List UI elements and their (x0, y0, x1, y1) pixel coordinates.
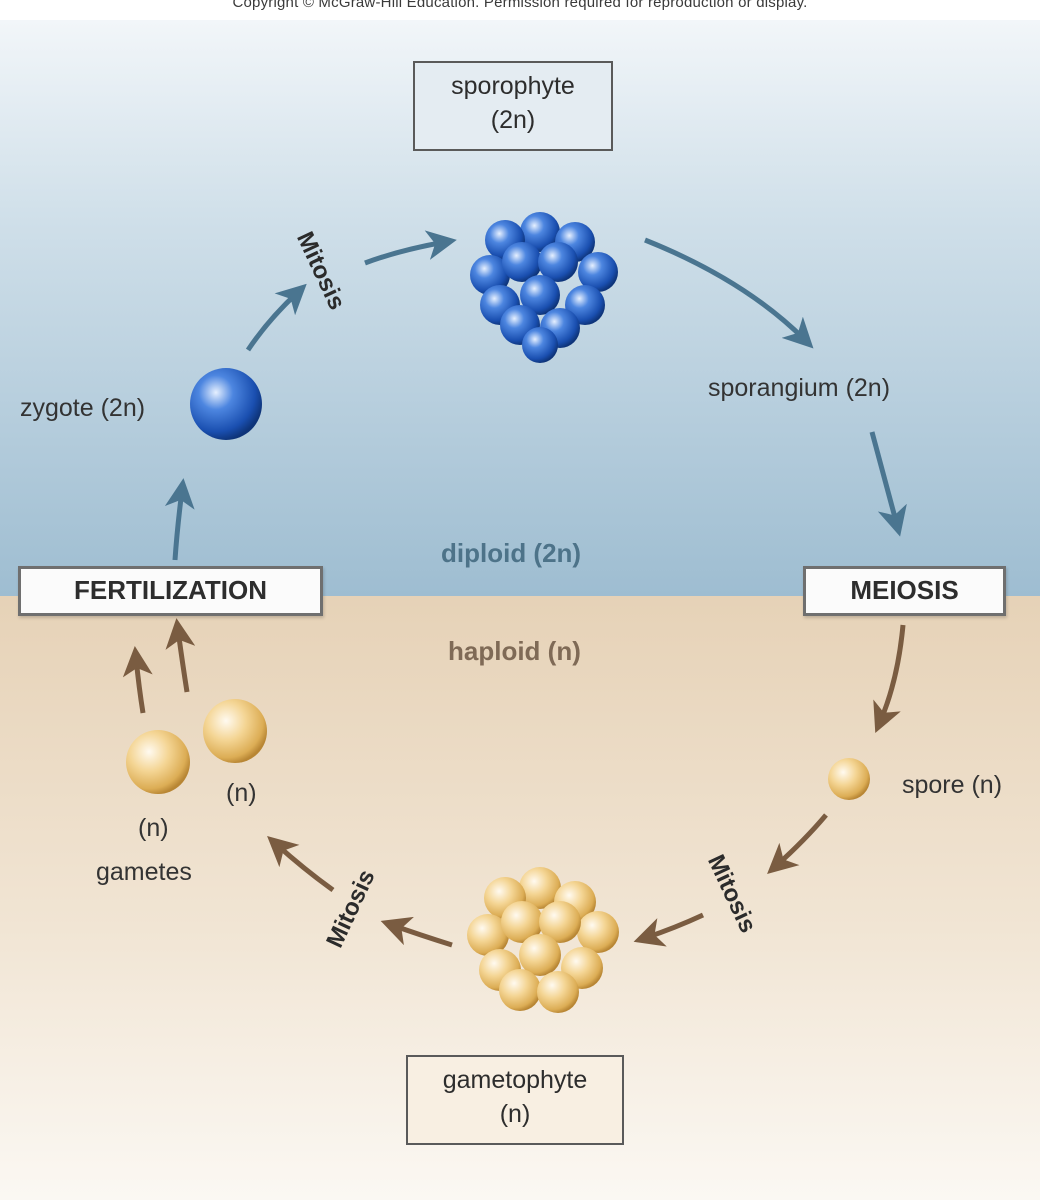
gametes-label: gametes (96, 858, 192, 886)
zygote-cell (190, 368, 262, 440)
arrow-gametophyte-to-mitosis (380, 916, 453, 948)
arrow-mitosis-to-gametophyte (633, 912, 705, 947)
gamete-ploidy-label-2: (n) (138, 814, 169, 842)
diploid-zone-label: diploid (2n) (441, 538, 582, 568)
sporophyte-ploidy: (2n) (490, 106, 536, 134)
sporophyte-label: sporophyte (451, 72, 575, 100)
arrow-mitosis-to-sporophyte (364, 230, 457, 266)
sporangium-label: sporangium (2n) (708, 374, 891, 402)
gamete-cell-1 (126, 730, 190, 794)
spore-label: spore (n) (902, 771, 1003, 799)
sporophyte-cell-cluster (470, 212, 618, 363)
arrow-sporangium-to-meiosis (869, 431, 907, 537)
fertilization-box: FERTILIZATION (18, 566, 323, 616)
arrow-spore-to-mitosis (767, 813, 828, 875)
arrow-mitosis-to-gametes (267, 835, 335, 893)
arrow-gamete-to-fertilization-1 (122, 646, 153, 714)
copyright-notice: Copyright © McGraw-Hill Education. Permi… (232, 0, 808, 11)
arrow-to-sporangium (644, 237, 814, 349)
gametophyte-box: gametophyte (n) (406, 1055, 624, 1145)
sporophyte-box: sporophyte (2n) (413, 61, 613, 151)
arrow-meiosis-to-spore (873, 624, 906, 734)
arrow-zygote-to-mitosis (245, 283, 307, 352)
zygote-label: zygote (2n) (20, 394, 146, 422)
gamete-cell-2 (203, 699, 267, 763)
gamete-ploidy-label-1: (n) (226, 779, 257, 807)
gametophyte-label: gametophyte (442, 1066, 588, 1094)
haploid-zone-label: haploid (n) (448, 636, 581, 666)
spore-cell (828, 758, 870, 800)
gametophyte-ploidy: (n) (499, 1100, 531, 1128)
meiosis-box: MEIOSIS (803, 566, 1006, 616)
arrow-fertilization-to-zygote (164, 478, 195, 561)
arrow-gamete-to-fertilization-2 (165, 618, 196, 693)
gametophyte-cell-cluster (467, 867, 619, 1013)
